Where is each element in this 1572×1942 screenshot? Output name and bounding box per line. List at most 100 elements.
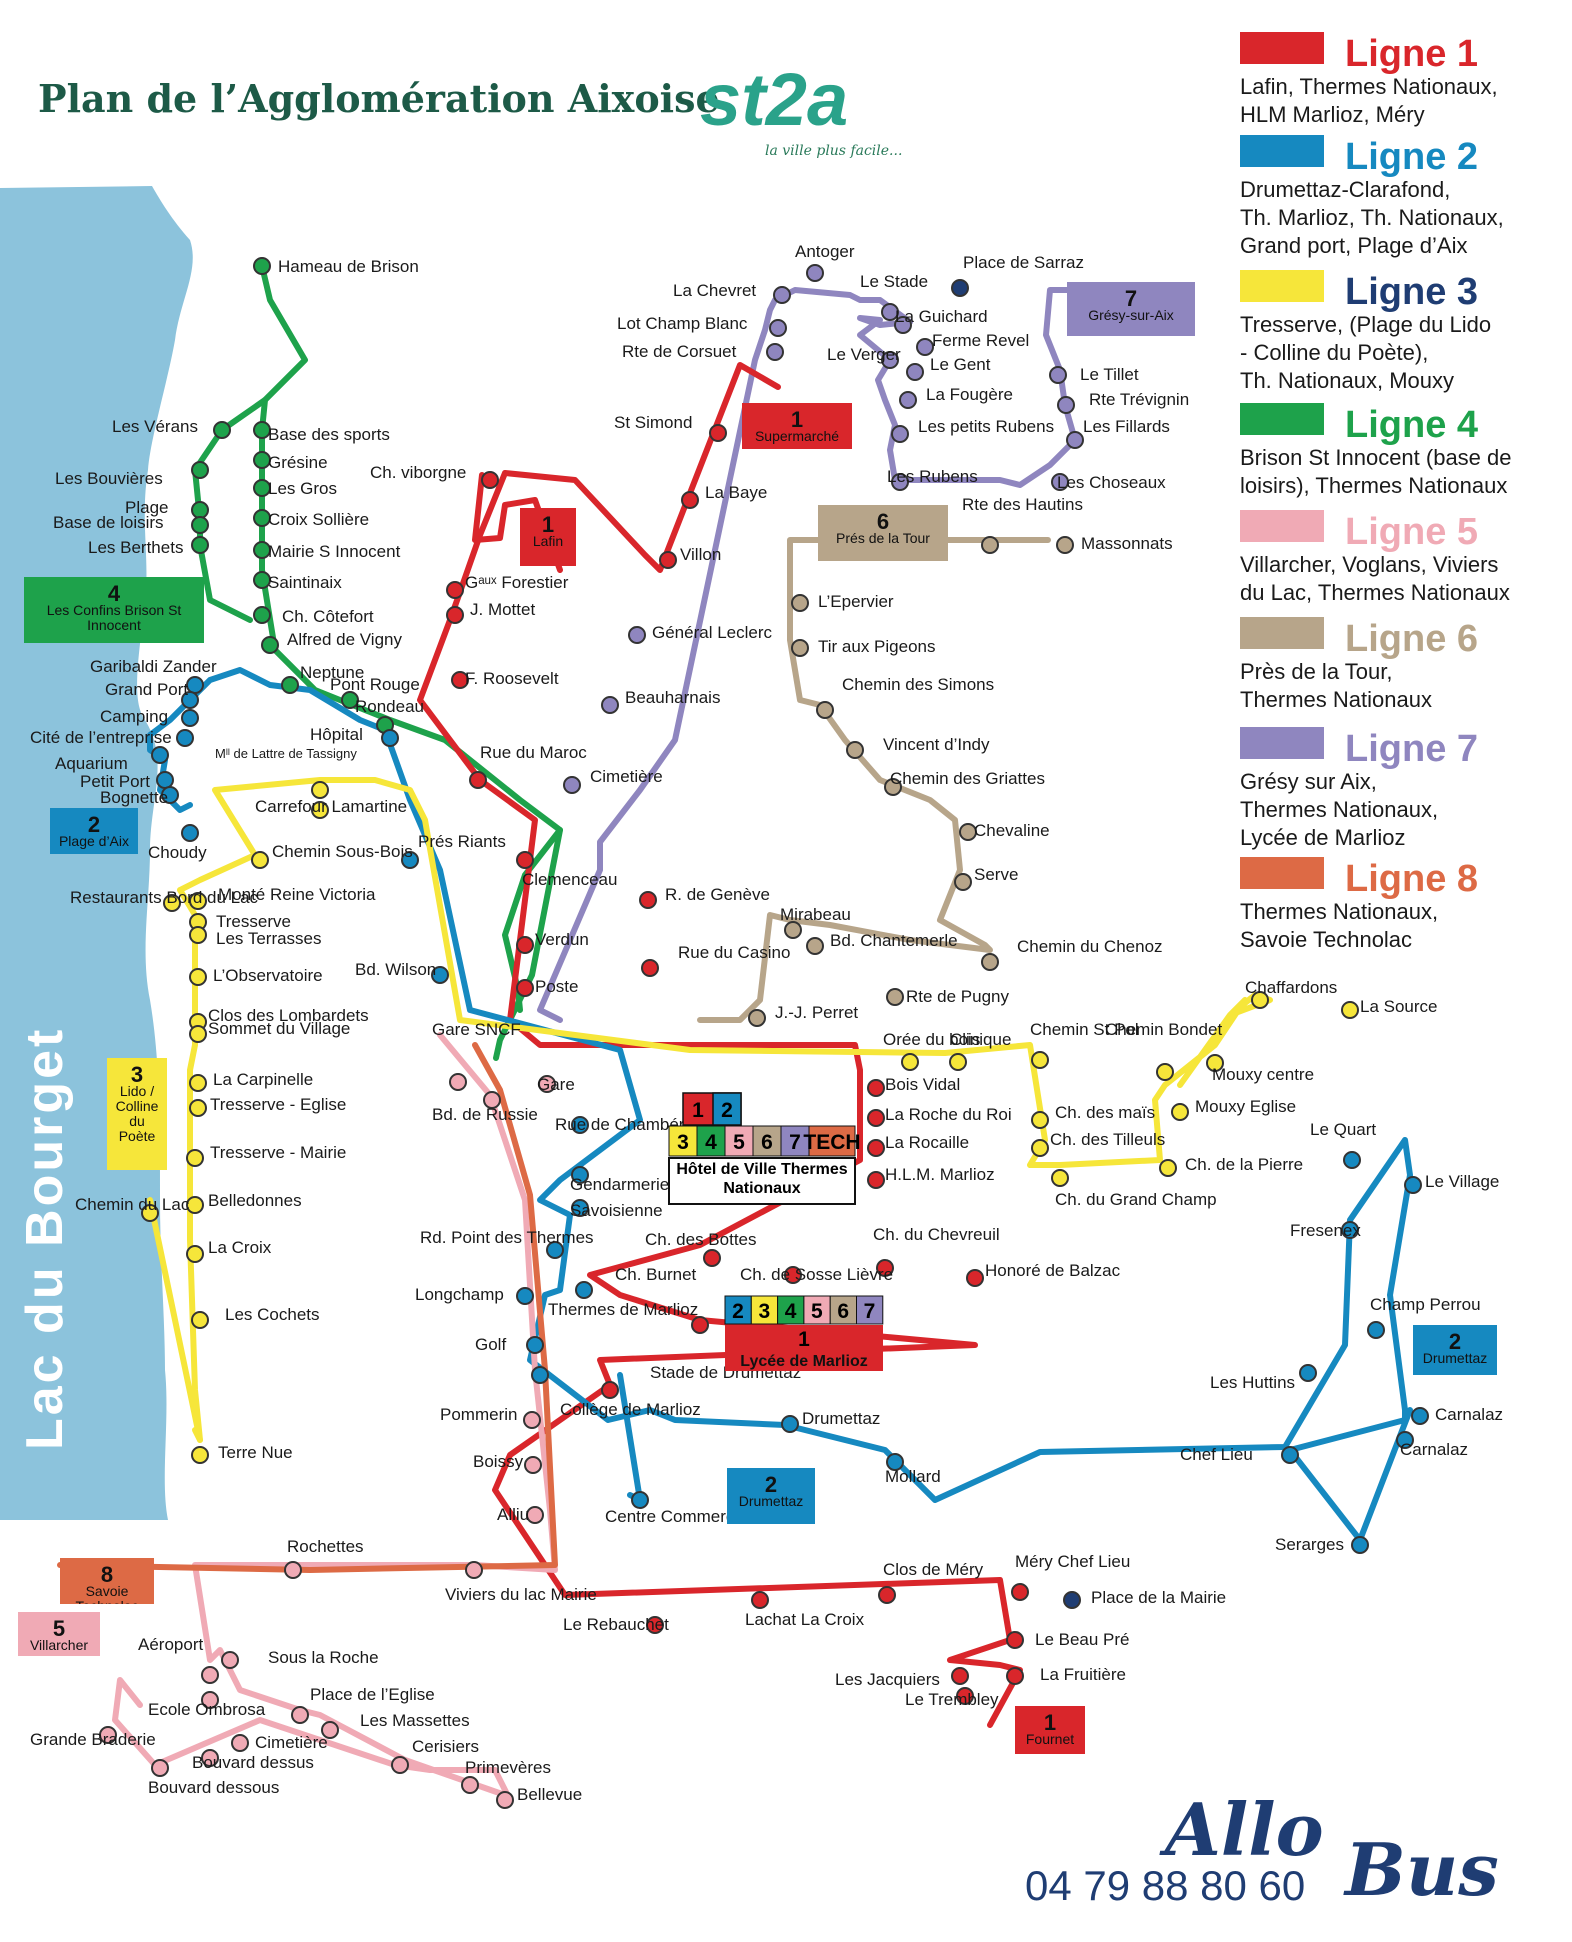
stop-marker[interactable] — [391, 1756, 409, 1774]
stop-restaurants-bord-du-lac[interactable]: Restaurants Bord du Lac — [70, 888, 259, 912]
stop-marker[interactable] — [151, 746, 169, 764]
stop-marker[interactable] — [446, 606, 464, 624]
stop-f-roosevelt[interactable]: F. Roosevelt — [451, 669, 559, 689]
stop-marker[interactable] — [186, 1196, 204, 1214]
stop-marker[interactable] — [571, 1116, 589, 1134]
stop-marker[interactable] — [1156, 1063, 1174, 1081]
stop-marker[interactable] — [881, 303, 899, 321]
stop-mouxy-centre[interactable]: Mouxy centre — [1206, 1054, 1314, 1084]
stop-marker[interactable] — [954, 873, 972, 891]
stop-marker[interactable] — [181, 824, 199, 842]
stop-marker[interactable] — [628, 626, 646, 644]
stop-carnalaz[interactable]: Carnalaz — [1396, 1431, 1468, 1459]
stop-marker[interactable] — [1049, 366, 1067, 384]
stop-marker[interactable] — [709, 424, 727, 442]
stop-marker[interactable] — [899, 391, 917, 409]
stop-la-fruitiere[interactable]: La Fruitière — [1006, 1665, 1126, 1685]
stop-petit-port[interactable]: Petit Port — [80, 771, 174, 791]
stop-place-de-l-eglise[interactable]: Place de l’Eglise — [291, 1685, 435, 1724]
stop-la-chevret[interactable]: La Chevret — [673, 281, 791, 304]
stop-garibaldi-zander[interactable]: Garibaldi Zander — [90, 657, 217, 694]
stop-marker[interactable] — [571, 1199, 589, 1217]
stop-marker[interactable] — [748, 1009, 766, 1027]
stop-ch-burnet[interactable]: Ch. Burnet — [615, 1265, 709, 1334]
stop-marker[interactable] — [186, 1245, 204, 1263]
stop-lachat-la-croix[interactable]: Lachat La Croix — [745, 1591, 865, 1629]
stop-marker[interactable] — [878, 1586, 896, 1604]
stop-marker[interactable] — [291, 1706, 309, 1724]
stop-primeveres[interactable]: Primevères — [461, 1758, 551, 1794]
stop-marker[interactable] — [451, 671, 469, 689]
stop-marker[interactable] — [221, 1651, 239, 1669]
stop-marker[interactable] — [516, 936, 534, 954]
stop-marker[interactable] — [176, 729, 194, 747]
stop-savoisienne[interactable]: Savoisienne — [570, 1199, 663, 1220]
stop-marker[interactable] — [784, 1266, 802, 1284]
stop-marker[interactable] — [1006, 1631, 1024, 1649]
stop-viviers-du-lac-mairie[interactable]: Viviers du lac Mairie — [445, 1561, 597, 1604]
stop-marker[interactable] — [526, 1506, 544, 1524]
stop-les-jacquiers[interactable]: Les Jacquiers — [835, 1667, 969, 1689]
stop-ch-de-sosse-lievre[interactable]: Ch. de Sosse Lièvre — [740, 1265, 893, 1284]
stop-le-tillet[interactable]: Le Tillet — [1049, 365, 1139, 384]
stop-le-verger[interactable]: Le Verger — [827, 345, 901, 369]
stop-monte-reine-victoria[interactable]: Monté Reine Victoria — [189, 885, 376, 910]
stop-cimetiere[interactable]: Cimetière — [231, 1733, 328, 1752]
stop-marker[interactable] — [191, 536, 209, 554]
stop-marker[interactable] — [1031, 1111, 1049, 1129]
stop-marker[interactable] — [538, 1075, 556, 1093]
stop-rue-du-casino[interactable]: Rue du Casino — [641, 943, 790, 977]
stop-marker[interactable] — [886, 988, 904, 1006]
stop-marker[interactable] — [816, 701, 834, 719]
stop-h-l-m-marlioz[interactable]: H.L.M. Marlioz — [867, 1165, 995, 1189]
stop-rue-du-maroc[interactable]: Rue du Maroc — [469, 743, 587, 789]
stop-marker[interactable] — [191, 1446, 209, 1464]
stop-place-de-sarraz[interactable]: Place de Sarraz — [951, 253, 1084, 297]
stop-marker[interactable] — [191, 501, 209, 519]
stop-marker[interactable] — [1351, 1536, 1369, 1554]
stop-marker[interactable] — [1159, 1159, 1177, 1177]
stop-marker[interactable] — [867, 1109, 885, 1127]
stop-marker[interactable] — [1206, 1054, 1224, 1072]
stop-marker[interactable] — [1006, 1667, 1024, 1685]
stop-marker[interactable] — [806, 937, 824, 955]
stop-longchamp[interactable]: Longchamp — [415, 1285, 534, 1305]
stop-marker[interactable] — [769, 319, 787, 337]
stop-marker[interactable] — [516, 979, 534, 997]
stop-sous-la-roche[interactable]: Sous la Roche — [221, 1648, 379, 1669]
stop-clos-de-mery[interactable]: Clos de Méry — [878, 1560, 984, 1604]
stop-pont-rouge[interactable]: Pont Rouge — [330, 675, 420, 709]
stop-marker[interactable] — [321, 1721, 339, 1739]
stop-honore-de-balzac[interactable]: Honoré de Balzac — [966, 1261, 1121, 1287]
stop-marker[interactable] — [523, 1411, 541, 1429]
stop-beauharnais[interactable]: Beauharnais — [601, 688, 720, 714]
stop-carrefour-lamartine[interactable]: Carrefour Lamartine — [255, 797, 407, 819]
stop-marker[interactable] — [496, 1791, 514, 1809]
stop-les-rubens[interactable]: Les Rubens — [887, 467, 978, 491]
stop-marker[interactable] — [639, 891, 657, 909]
stop-marker[interactable] — [951, 279, 969, 297]
stop-marker[interactable] — [631, 1491, 649, 1509]
stop-ch-du-grand-champ[interactable]: Ch. du Grand Champ — [1051, 1169, 1217, 1209]
stop-marker[interactable] — [141, 1204, 159, 1222]
stop-le-rebauchet[interactable]: Le Rebauchet — [563, 1615, 669, 1634]
stop-marker[interactable] — [465, 1561, 483, 1579]
stop-marker[interactable] — [191, 1311, 209, 1329]
stop-marker[interactable] — [526, 1336, 544, 1354]
stop-chemin-sous-bois[interactable]: Chemin Sous-Bois — [251, 842, 413, 869]
stop-chemin-st-pol[interactable]: Chemin St Pol — [1030, 1020, 1139, 1069]
stop-marker[interactable] — [261, 636, 279, 654]
stop-marker[interactable] — [916, 338, 934, 356]
stop-general-leclerc[interactable]: Général Leclerc — [628, 623, 773, 644]
stop-marker[interactable] — [311, 801, 329, 819]
stop-mirabeau[interactable]: Mirabeau — [780, 905, 851, 939]
stop-marker[interactable] — [884, 778, 902, 796]
stop-grand-port[interactable]: Grand Port — [105, 680, 199, 709]
stop-alliu[interactable]: Alliu — [497, 1505, 544, 1524]
stop-marker[interactable] — [189, 1099, 207, 1117]
stop-marker[interactable] — [1299, 1364, 1317, 1382]
stop-r-de-geneve[interactable]: R. de Genève — [639, 885, 770, 909]
